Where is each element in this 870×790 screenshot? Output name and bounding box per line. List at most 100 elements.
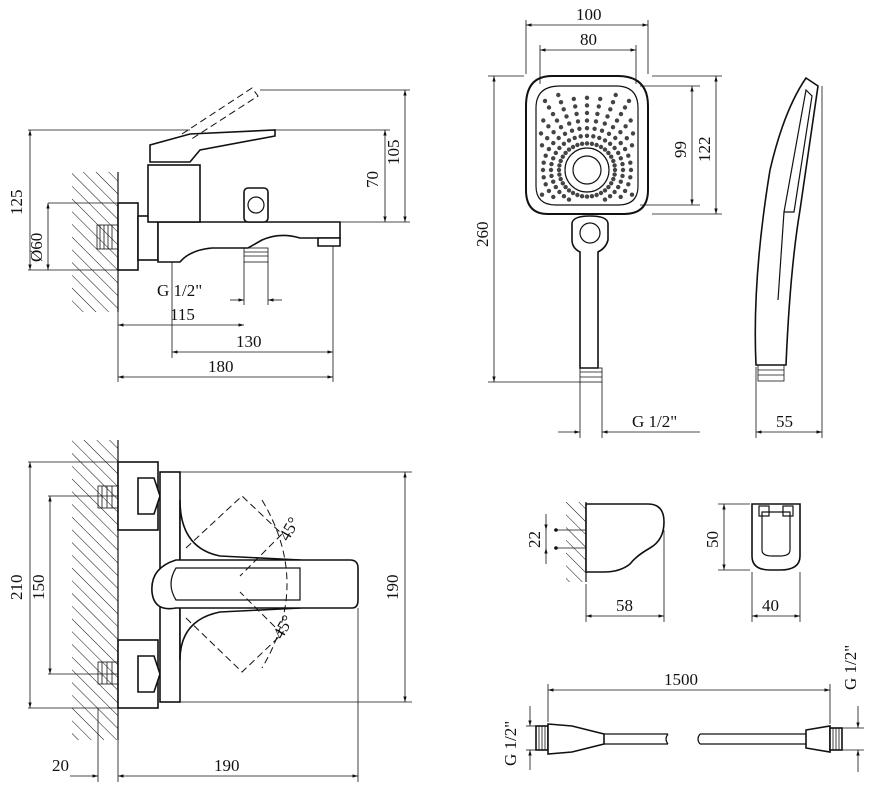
nozzle-dot [546,188,552,194]
nozzle-dot [579,141,585,146]
dim-55: 55 [776,412,793,431]
nozzle-dot [574,111,579,117]
nozzle-dot [550,111,556,117]
nozzle-dot [622,188,628,194]
nozzle-dot [584,126,590,131]
nozzle-dot [613,92,618,98]
nozzle-dot [584,118,590,123]
hand-shower-side [754,76,823,438]
nozzle-dot [558,158,563,164]
nozzle-dot [553,150,558,156]
nozzle-dot [543,153,548,158]
nozzle-dot [539,192,545,197]
nozzle-dot [584,194,590,199]
nozzle-dot [598,190,604,196]
nozzle-dot [566,197,572,202]
dim-20: 20 [52,756,69,775]
nozzle-dot [573,104,578,109]
dim-side-g12: G 1/2" [157,281,202,300]
nozzle-dot [560,181,565,186]
dim-50: 50 [703,531,722,548]
nozzle-dot [543,182,548,187]
dim-d60: Ø60 [27,233,46,262]
nozzle-dot [626,98,632,104]
nozzle-dot [575,142,580,148]
nozzle-dot [612,189,617,195]
nozzle-dot [607,141,613,146]
nozzle-dot [551,179,556,184]
nozzle-dot [561,141,567,146]
dim-hose-g12-right: G 1/2" [841,645,860,690]
nozzle-dot [618,194,623,200]
nozzle-dot [628,175,633,180]
nozzle-dot [596,104,601,109]
nozzle-dot [608,107,613,112]
dim-bottom-190: 190 [214,756,240,775]
nozzle-dot [594,192,599,198]
nozzle-dot [561,194,567,199]
nozzle-dot [597,135,602,141]
nozzle-dot [612,167,618,173]
nozzle-dot [626,182,631,187]
nozzle-dot [610,100,616,105]
nozzle-dot [561,107,566,112]
nozzle-dot [626,153,631,158]
dim-180: 180 [208,357,234,376]
nozzle-dot [541,118,546,123]
nozzle-dot [609,154,614,159]
nozzle-dot [558,100,564,105]
nozzle-dot [614,118,620,123]
nozzle-dot [589,141,595,146]
nozzle-dot [556,167,562,173]
nozzle-dot [584,133,590,138]
nozzle-dot [602,121,607,126]
nozzle-dot [566,188,572,193]
nozzle-dot [609,181,614,186]
nozzle-dot [562,131,568,136]
nozzle-dot [612,145,617,151]
nozzle-dot [612,172,617,177]
nozzle-dot [564,114,569,119]
nozzle-dot [602,197,608,202]
nozzle-dot [549,161,554,167]
nozzle-dot [602,138,608,143]
nozzle-dot [584,95,590,101]
dim-210: 210 [7,575,26,601]
nozzle-dot [606,131,612,136]
nozzle-dot [548,167,554,173]
dim-260: 260 [473,222,492,248]
nozzle-dot [618,179,623,184]
nozzle-dot [620,173,625,179]
nozzle-dot [569,128,575,133]
nozzle-dot [578,134,583,139]
nozzle-dot [551,156,556,161]
nozzle-dot [628,160,633,165]
dim-99: 99 [671,141,690,158]
nozzle-dot [566,147,572,152]
nozzle-dot [613,135,618,141]
nozzle-dot [591,134,596,139]
nozzle-dot [556,92,561,98]
nozzle-dot [577,126,582,131]
nozzle-dot [593,119,599,124]
nozzle-dot [557,163,562,168]
nozzle-dot [560,154,565,159]
nozzle-dot [602,188,608,193]
dim-hose-g12-left: G 1/2" [501,721,520,766]
dim-130: 130 [236,332,262,351]
nozzle-dot [570,190,576,196]
dim-40: 40 [762,596,779,615]
nozzle-dot [549,173,554,179]
nozzle-dot [558,176,563,182]
nozzle-dot [538,131,544,136]
nozzle-dot [575,192,580,198]
nozzle-dot [606,184,611,190]
nozzle-dot [622,105,628,110]
nozzle-dot [610,125,616,130]
angle-45-lower: 45° [269,612,297,642]
shower-hose [526,684,864,772]
shower-nozzles [538,92,636,202]
dim-shower-g12: G 1/2" [632,412,677,431]
nozzle-dot [575,119,581,124]
nozzle-dot [541,175,546,180]
